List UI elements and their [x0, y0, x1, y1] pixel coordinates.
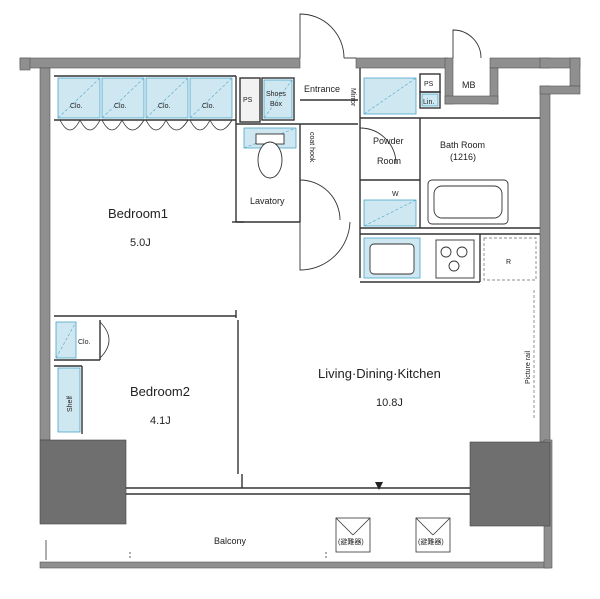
washer-label: W — [392, 191, 399, 198]
closet-label-5: Clo. — [78, 339, 91, 346]
closet-label-4: Clo. — [202, 103, 215, 110]
linen-label: Lin. — [423, 99, 434, 106]
toilet — [255, 133, 285, 179]
bathtub — [427, 179, 509, 225]
closet-door-swings — [59, 119, 233, 359]
mirror-label: Mirror — [349, 88, 356, 107]
shoes-box-label-1: Shoes — [266, 91, 286, 98]
shoes-box-label-2: Box — [270, 101, 283, 108]
bedroom2-name: Bedroom2 — [130, 384, 190, 399]
entry-arrow-marker — [375, 482, 383, 490]
interior-walls — [54, 68, 540, 495]
evac-hatch-label-1: (避難器) — [338, 537, 364, 546]
shelf-label: Shelf — [67, 396, 74, 412]
bedroom2-area: 4.1J — [150, 415, 171, 427]
bedroom1-name: Bedroom1 — [108, 206, 168, 221]
closet-label-2: Clo. — [114, 103, 127, 110]
evac-hatch-label-2: (避難器) — [418, 537, 444, 546]
refrigerator-space — [483, 237, 537, 281]
bath-room-name-2: (1216) — [450, 152, 476, 162]
lavatory-name: Lavatory — [250, 196, 285, 206]
picture-rail-label: Picture rail — [525, 350, 532, 384]
bedroom1-area: 5.0J — [130, 237, 151, 249]
entrance-name: Entrance — [304, 84, 340, 94]
closet-label-3: Clo. — [158, 103, 171, 110]
refrigerator-label: R — [506, 259, 511, 266]
balcony-name: Balcony — [214, 536, 247, 546]
ldk-area: 10.8J — [376, 397, 403, 409]
powder-room-name-1: Powder — [373, 136, 404, 146]
structural-columns — [39, 439, 551, 527]
coat-hook-label: coat hook — [308, 132, 315, 163]
ps-label-left: PS — [243, 97, 253, 104]
mb-label: MB — [462, 80, 476, 90]
powder-room-name-2: Room — [377, 156, 401, 166]
ldk-name: Living·Dining·Kitchen — [318, 366, 441, 381]
closet-label-1: Clo. — [70, 103, 83, 110]
door-swings — [299, 13, 482, 271]
bath-room-name-1: Bath Room — [440, 140, 485, 150]
kitchen-fixtures — [369, 239, 475, 279]
balcony-elements — [45, 517, 451, 560]
ps-label-right: PS — [424, 81, 434, 88]
